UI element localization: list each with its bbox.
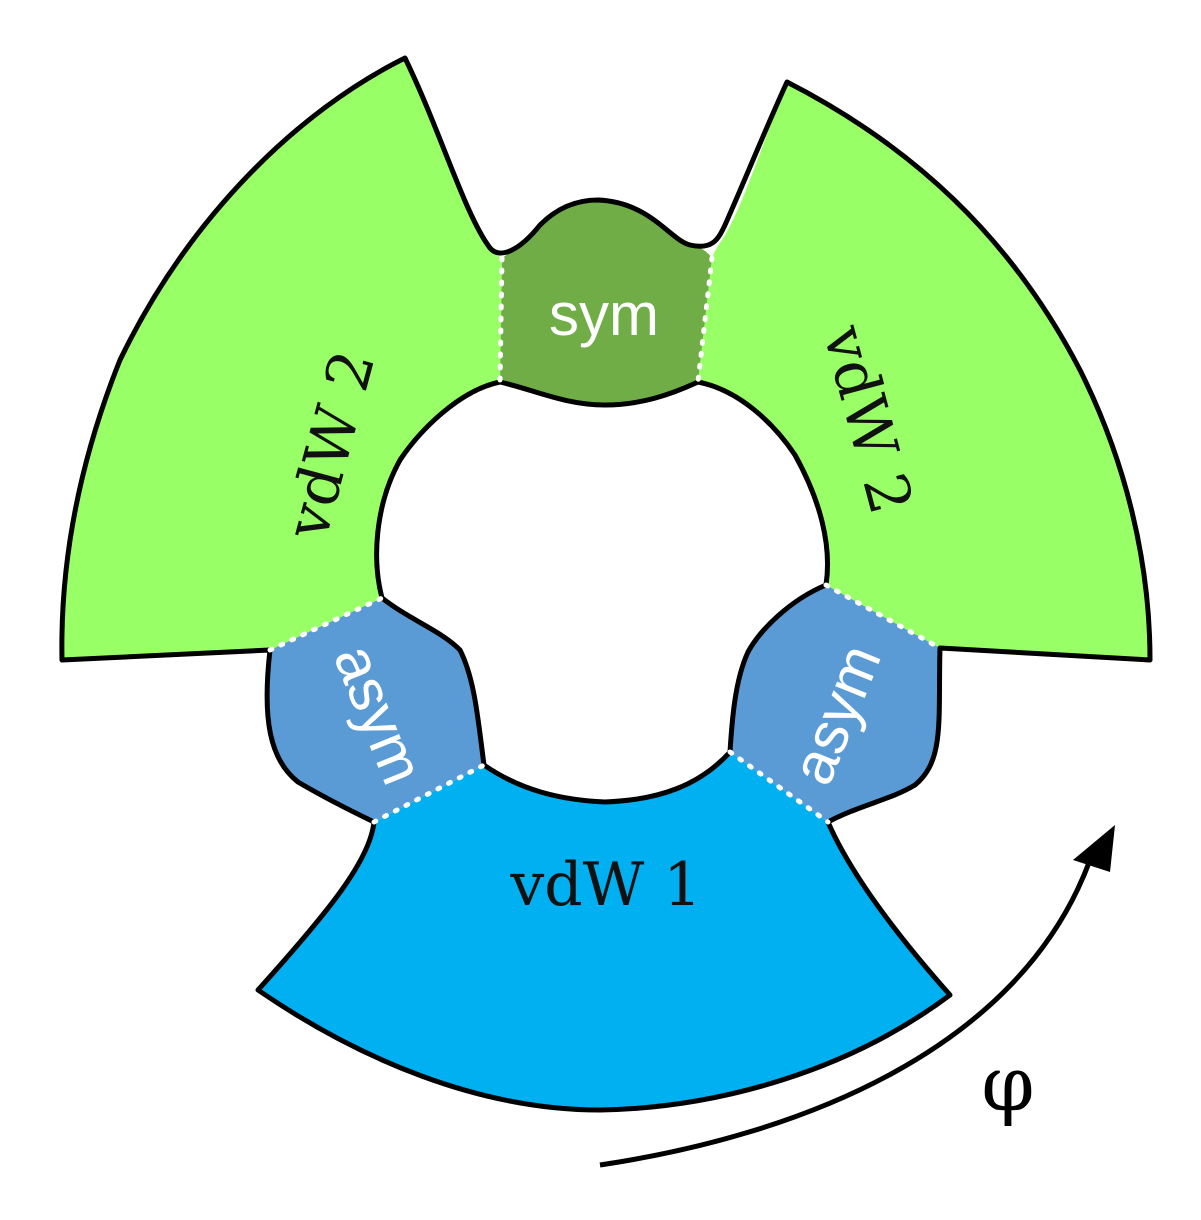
- rotation-arrow: [599, 859, 1093, 1168]
- sym-label: sym: [549, 281, 659, 348]
- sym-region: [500, 200, 712, 405]
- vdw2-right-region: [698, 82, 1150, 660]
- phi-label: φ: [981, 1039, 1034, 1128]
- divider-asym-left-bottom: [371, 762, 487, 825]
- inner-hole-outline: [374, 379, 831, 805]
- asym-right-region: [730, 585, 940, 822]
- vdw1-label: vdW 1: [509, 850, 701, 920]
- divider-sym-left: [497, 255, 505, 385]
- vdw1-region: [258, 752, 950, 1110]
- asym-left-region: [267, 598, 484, 822]
- divider-asym-right-top: [823, 582, 943, 651]
- rotation-arrowhead: [1073, 825, 1115, 872]
- divider-sym-right: [695, 255, 715, 385]
- divider-asym-right-bottom: [727, 749, 831, 825]
- vdw2-left-region: [61, 58, 502, 660]
- divider-asym-left-top: [267, 595, 385, 653]
